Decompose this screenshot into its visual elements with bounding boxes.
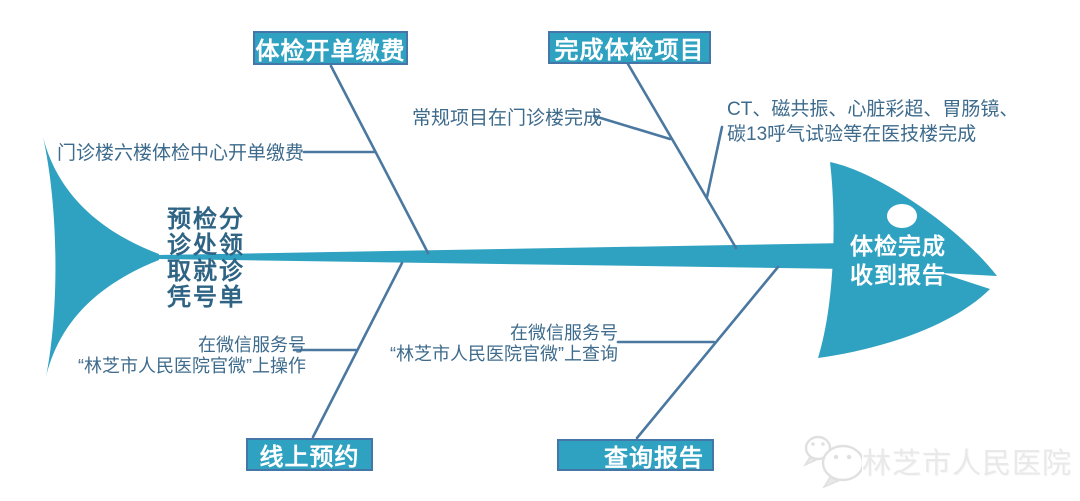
step-box-billing: 体检开单缴费 (253, 31, 408, 65)
note-special-items: CT、磁共振、心脏彩超、胃肠镜、 碳13呼气试验等在医技楼完成 (727, 97, 1018, 147)
tail-caption-line2: 诊处领 (167, 232, 245, 259)
branch-line-top-left (329, 64, 430, 255)
note-booking-line2: “林芝市人民医院官微”上操作 (78, 356, 306, 376)
step-box-complete-items: 完成体检项目 (548, 31, 711, 64)
connector-line-routine (592, 114, 672, 141)
step-box-query-report: 查询报告 (557, 439, 714, 472)
note-report-line1: 在微信服务号 (510, 323, 618, 343)
head-caption-line2: 收到报告 (850, 262, 946, 288)
tail-caption-line1: 预检分 (167, 206, 245, 233)
note-wechat-booking: 在微信服务号 “林芝市人民医院官微”上操作 (78, 335, 306, 377)
tail-caption: 预检分 诊处领 取就诊 凭号单 (167, 207, 245, 311)
fish-head-shape (818, 162, 997, 358)
note-routine-items: 常规项目在门诊楼完成 (412, 108, 603, 129)
fish-eye (887, 204, 917, 228)
fish-tail-shape (43, 137, 159, 377)
branch-line-top-right (626, 62, 738, 250)
branch-line-bottom-right (635, 265, 780, 440)
fish-spine (158, 243, 848, 269)
head-caption-line1: 体检完成 (850, 233, 946, 259)
tail-caption-line4: 凭号单 (167, 284, 245, 311)
wechat-icon (803, 435, 865, 489)
watermark-label: 林芝市人民医院 (862, 448, 1073, 480)
watermark: 林芝市人民医院 (800, 432, 1080, 494)
step-box-online-booking: 线上预约 (246, 438, 373, 471)
note-booking-line1: 在微信服务号 (198, 335, 306, 355)
tail-caption-line3: 取就诊 (167, 258, 245, 285)
note-wechat-report: 在微信服务号 “林芝市人民医院官微”上查询 (390, 323, 618, 365)
note-report-line2: “林芝市人民医院官微”上查询 (390, 344, 618, 364)
note-special-line2: 碳13呼气试验等在医技楼完成 (727, 124, 977, 145)
branch-line-bottom-left (311, 261, 404, 439)
note-special-line1: CT、磁共振、心脏彩超、胃肠镜、 (727, 99, 1019, 120)
head-caption: 体检完成 收到报告 (850, 232, 946, 290)
note-billing-location: 门诊楼六楼体检中心开单缴费 (56, 143, 304, 164)
connector-line-special (705, 125, 724, 199)
